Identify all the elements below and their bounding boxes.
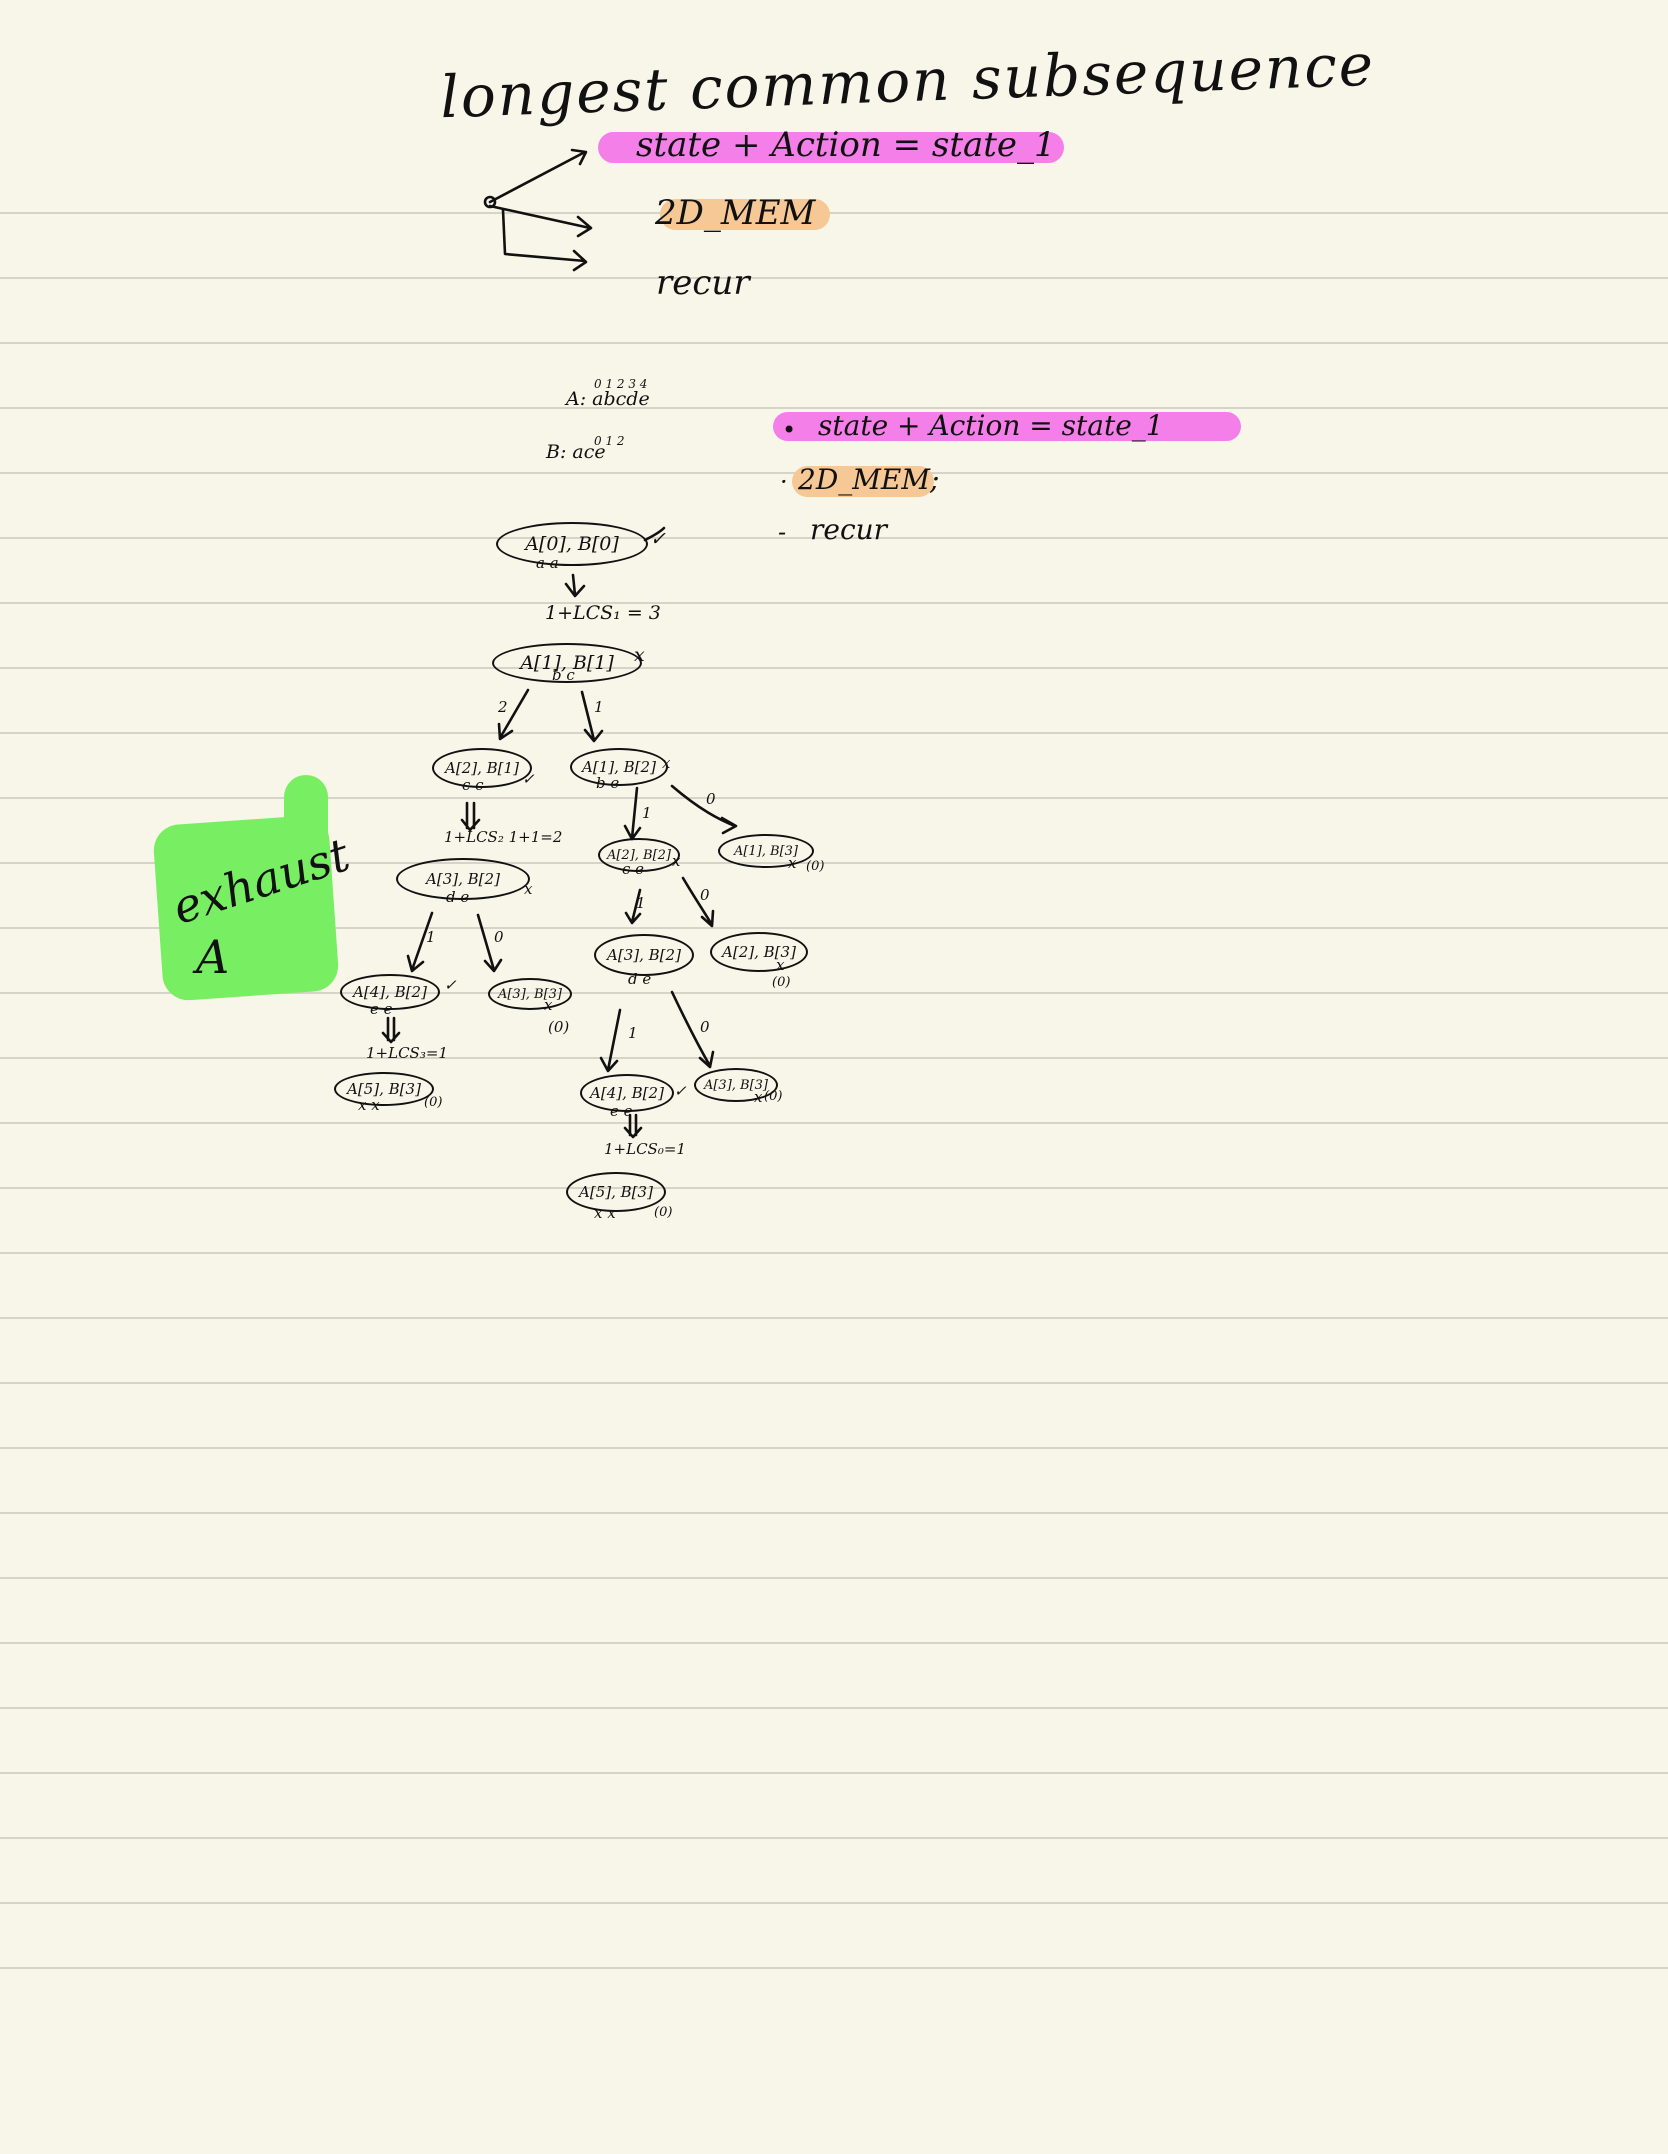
tree-edge-2-2-left: 1 (636, 894, 646, 912)
green-note-line-2: A (196, 930, 230, 984)
highlight-orange-side (792, 466, 934, 497)
tree-edge-4-2-right-note: 1+LCS₀=1 (604, 1140, 686, 1158)
tree-node-2-2-mark: x (672, 852, 681, 870)
tree-node-2-1-mark: ✓ (522, 770, 535, 788)
tree-node-3-2-left-chars: d e (446, 888, 470, 906)
tree-node-3-3-left-zero: (0) (548, 1018, 570, 1036)
tree-node-5-3-right-zero: (0) (654, 1205, 673, 1220)
tree-edge-3-2-right-0: 0 (700, 1018, 710, 1036)
tree-node-2-3: A[2], B[3] (710, 932, 808, 972)
tree-node-2-2: A[2], B[2] (598, 838, 680, 872)
tree-node-4-2-left-chars: e e (370, 1000, 393, 1018)
string-a: A: abcde (566, 388, 650, 410)
tree-node-5-3-right: A[5], B[3] (566, 1172, 666, 1212)
string-b: B: ace (546, 441, 606, 463)
string-b-indices: 0 1 2 (594, 434, 625, 448)
tree-node-3-2-right-chars: d e (628, 970, 652, 988)
tree-edge-1-2-left: 1 (642, 804, 652, 822)
tree-node-root-chars: a a (536, 554, 559, 572)
tree-edge-4-2-left-note: 1+LCS₃=1 (366, 1044, 448, 1062)
tree-node-3-3-right-zero: (0) (764, 1089, 783, 1104)
tree-edge-2-1-note: 1+LCS₂ 1+1=2 (444, 828, 563, 846)
highlight-green-tab (284, 775, 328, 945)
tree-node-4-2-left-mark: ✓ (444, 976, 457, 994)
side-list-item-1: state + Action = state_1 (818, 409, 1164, 442)
tree-node-1-3-chars: x (788, 854, 797, 872)
tree-node-3-3-left-chars: x (544, 996, 553, 1014)
tree-node-2-3-zero: (0) (772, 975, 791, 990)
tree-node-5-3-right-chars: x x (594, 1204, 616, 1222)
tree-node-1-3: A[1], B[3] (718, 834, 814, 868)
tree-node-1-1-mark: x (634, 644, 645, 666)
string-a-indices: 0 1 2 3 4 (594, 377, 648, 391)
tree-node-5-3-left-chars: x x (358, 1096, 380, 1114)
tree-node-2-2-chars: c e (622, 860, 645, 878)
tree-node-root-mark: ✓ (650, 528, 666, 550)
tree-node-4-2-right-mark: ✓ (674, 1082, 687, 1100)
top-list-item-1: state + Action = state_1 (636, 125, 1056, 165)
tree-node-root: A[0], B[0] (496, 522, 648, 566)
tree-edge-2-2-right: 0 (700, 886, 710, 904)
tree-edge-3-2-right-1: 1 (628, 1024, 638, 1042)
tree-node-1-3-zero: (0) (806, 859, 825, 874)
tree-node-1-1-chars: b c (552, 666, 575, 684)
tree-node-5-3-left: A[5], B[3] (334, 1072, 434, 1106)
tree-node-2-3-chars: x (776, 956, 785, 974)
tree-node-1-2-mark: x (662, 754, 671, 772)
tree-edge-root-note: 1+LCS₁ = 3 (545, 602, 661, 624)
tree-node-2-1-chars: c c (462, 776, 484, 794)
tree-edge-1-2-right: 0 (706, 790, 716, 808)
tree-node-4-2-right: A[4], B[2] (580, 1074, 674, 1112)
side-list-bullet-3: - (778, 518, 787, 546)
side-list-item-2: 2D_MEM; (798, 463, 940, 496)
side-list-bullet-2: · (780, 468, 788, 496)
tree-node-2-1: A[2], B[1] (432, 748, 532, 788)
tree-node-4-2-right-chars: e e (610, 1102, 633, 1120)
side-list-item-3: recur (810, 513, 888, 546)
tree-node-1-1: A[1], B[1] (492, 643, 642, 683)
side-list-bullet-1: • (782, 416, 797, 444)
highlight-pink-top (598, 132, 1064, 163)
tree-edge-1-1-left: 2 (498, 698, 508, 716)
tree-node-3-2-right: A[3], B[2] (594, 934, 694, 976)
tree-node-3-3-right: A[3], B[3] (694, 1068, 778, 1102)
tree-edge-3-2-left-0: 0 (494, 928, 504, 946)
top-list-item-3: recur (656, 263, 750, 303)
tree-node-1-2-chars: b e (596, 774, 620, 792)
tree-node-4-2-left: A[4], B[2] (340, 974, 440, 1010)
tree-node-3-3-left: A[3], B[3] (488, 978, 572, 1010)
tree-node-3-3-right-chars: x (754, 1088, 763, 1106)
tree-node-5-3-left-zero: (0) (424, 1095, 443, 1110)
highlight-pink-side (773, 412, 1241, 441)
highlight-orange-top (660, 199, 830, 230)
tree-node-3-2-left-mark: x (524, 880, 533, 898)
tree-edge-3-2-left-1: 1 (426, 928, 436, 946)
top-list-item-2: 2D_MEM (655, 193, 816, 233)
tree-node-3-2-left: A[3], B[2] (396, 858, 530, 900)
tree-edge-1-1-right: 1 (594, 698, 604, 716)
tree-node-1-2: A[1], B[2] (570, 748, 668, 786)
